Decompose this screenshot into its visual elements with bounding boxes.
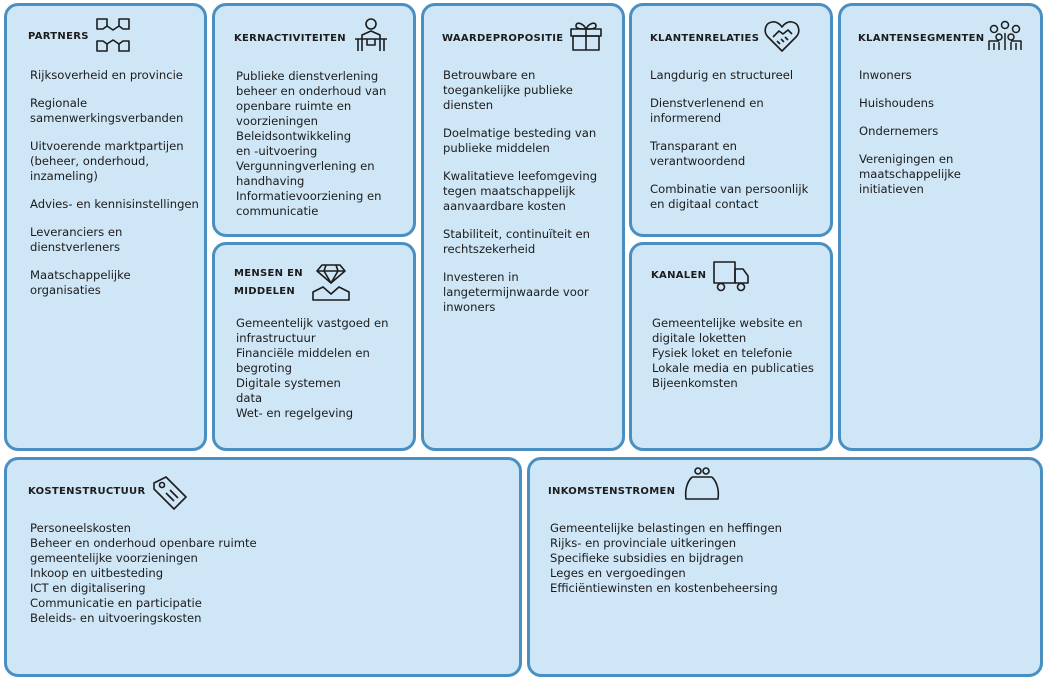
- resources-item: Digitale systemen data: [236, 376, 341, 405]
- segments-item: Verenigingen en maatschappelijke initiat…: [859, 152, 961, 196]
- hands-circle-icon: [93, 15, 133, 55]
- resources-panel: [212, 242, 416, 451]
- partners-item: Advies- en kennisinstellingen: [30, 197, 199, 211]
- resources-item: Financiële middelen en begroting: [236, 346, 370, 375]
- value-item: Doelmatige besteding van publieke middel…: [443, 126, 597, 155]
- costs-list: Personeelskosten Beheer en onderhoud ope…: [30, 521, 510, 626]
- segments-item: Ondernemers: [859, 124, 939, 138]
- activities-title: KERNACTIVITEITEN: [234, 33, 346, 44]
- channels-item: Fysiek loket en telefonie: [652, 346, 793, 360]
- diamond-person-icon: [311, 262, 351, 302]
- revenue-panel: [527, 457, 1043, 677]
- segments-item: Inwoners: [859, 68, 912, 82]
- revenue-item: Specifieke subsidies en bijdragen: [550, 551, 744, 565]
- costs-title: KOSTENSTRUCTUUR: [28, 486, 146, 497]
- partners-panel: [4, 3, 207, 451]
- partners-title: PARTNERS: [28, 31, 89, 42]
- channels-item: Lokale media en publicaties: [652, 361, 814, 375]
- partners-list: Rijksoverheid en provincie Regionale sam…: [30, 68, 202, 311]
- resources-list: Gemeentelijk vastgoed en infrastructuur …: [236, 316, 411, 421]
- value-item: Stabiliteit, continuïteit en rechtszeker…: [443, 227, 590, 256]
- resources-item: Wet- en regelgeving: [236, 406, 354, 420]
- activities-panel: [212, 3, 416, 237]
- revenue-item: Leges en vergoedingen: [550, 566, 686, 580]
- partners-item: Leveranciers en dienstverleners: [30, 225, 123, 254]
- costs-item: ICT en digitalisering: [30, 581, 146, 595]
- relations-title: KLANTENRELATIES: [650, 33, 760, 44]
- costs-item: Inkoop en uitbesteding: [30, 566, 164, 580]
- activities-item: Publieke dienstverlening beheer en onder…: [236, 69, 387, 128]
- activities-item: Informatievoorziening en communicatie: [236, 189, 382, 218]
- partners-item: Uitvoerende marktpartijen (beheer, onder…: [30, 139, 184, 183]
- segments-panel: [838, 3, 1043, 451]
- partners-item: Regionale samenwerkingsverbanden: [30, 96, 184, 125]
- resources-title-line2: MIDDELEN: [234, 286, 296, 297]
- resources-title-line1: MENSEN EN: [234, 268, 303, 279]
- activities-item: Vergunningverlening en handhaving: [236, 159, 375, 188]
- value-item: Kwalitatieve leefomgeving tegen maatscha…: [443, 169, 598, 213]
- value-panel: [421, 3, 625, 451]
- partners-item: Maatschappelijke organisaties: [30, 268, 131, 297]
- revenue-item: Rijks- en provinciale uitkeringen: [550, 536, 737, 550]
- value-item: Betrouwbare en toegankelijke publieke di…: [443, 68, 573, 112]
- people-group-icon: [987, 20, 1023, 52]
- partners-item: Rijksoverheid en provincie: [30, 68, 183, 82]
- channels-title: KANALEN: [651, 270, 707, 281]
- price-tag-icon: [150, 473, 190, 511]
- channels-list: Gemeentelijke website en digitale lokett…: [652, 316, 830, 391]
- relations-panel: [629, 3, 833, 237]
- channels-item: Bijeenkomsten: [652, 376, 738, 390]
- costs-panel: [4, 457, 522, 677]
- segments-item: Huishoudens: [859, 96, 934, 110]
- segments-title: KLANTENSEGMENTEN: [858, 33, 985, 44]
- truck-icon: [711, 259, 751, 293]
- revenue-list: Gemeentelijke belastingen en heffingen R…: [550, 521, 1030, 596]
- revenue-item: Efficiëntiewinsten en kostenbeheersing: [550, 581, 778, 595]
- costs-item: Personeelskosten: [30, 521, 131, 535]
- value-title: WAARDEPROPOSITIE: [442, 33, 564, 44]
- activities-item: Beleidsontwikkeling en -uitvoering: [236, 129, 352, 158]
- relations-item: Langdurig en structureel: [650, 68, 794, 82]
- person-at-desk-icon: [352, 17, 390, 53]
- relations-item: Transparant en verantwoordend: [650, 139, 746, 168]
- value-item: Investeren in langetermijnwaarde voor in…: [443, 270, 589, 314]
- costs-item: gemeentelijke voorzieningen: [30, 551, 198, 565]
- segments-list: Inwoners Huishoudens Ondernemers Verenig…: [859, 68, 1037, 210]
- channels-panel: [629, 242, 833, 451]
- activities-list: Publieke dienstverlening beheer en onder…: [236, 69, 411, 219]
- relations-item: Combinatie van persoonlijk en digitaal c…: [650, 182, 809, 211]
- value-list: Betrouwbare en toegankelijke publieke di…: [443, 68, 618, 328]
- gift-icon: [568, 18, 604, 52]
- coin-purse-icon: [683, 465, 721, 505]
- revenue-title: INKOMSTENSTROMEN: [548, 486, 676, 497]
- revenue-item: Gemeentelijke belastingen en heffingen: [550, 521, 783, 535]
- relations-list: Langdurig en structureel Dienstverlenend…: [650, 68, 828, 225]
- costs-item: Communicatie en participatie: [30, 596, 202, 610]
- heart-handshake-icon: [763, 18, 801, 54]
- relations-item: Dienstverlenend en informerend: [650, 96, 764, 125]
- costs-item: Beleids- en uitvoeringskosten: [30, 611, 202, 625]
- channels-item: Gemeentelijke website en digitale lokett…: [652, 316, 803, 345]
- resources-item: Gemeentelijk vastgoed en infrastructuur: [236, 316, 389, 345]
- costs-item: Beheer en onderhoud openbare ruimte: [30, 536, 257, 550]
